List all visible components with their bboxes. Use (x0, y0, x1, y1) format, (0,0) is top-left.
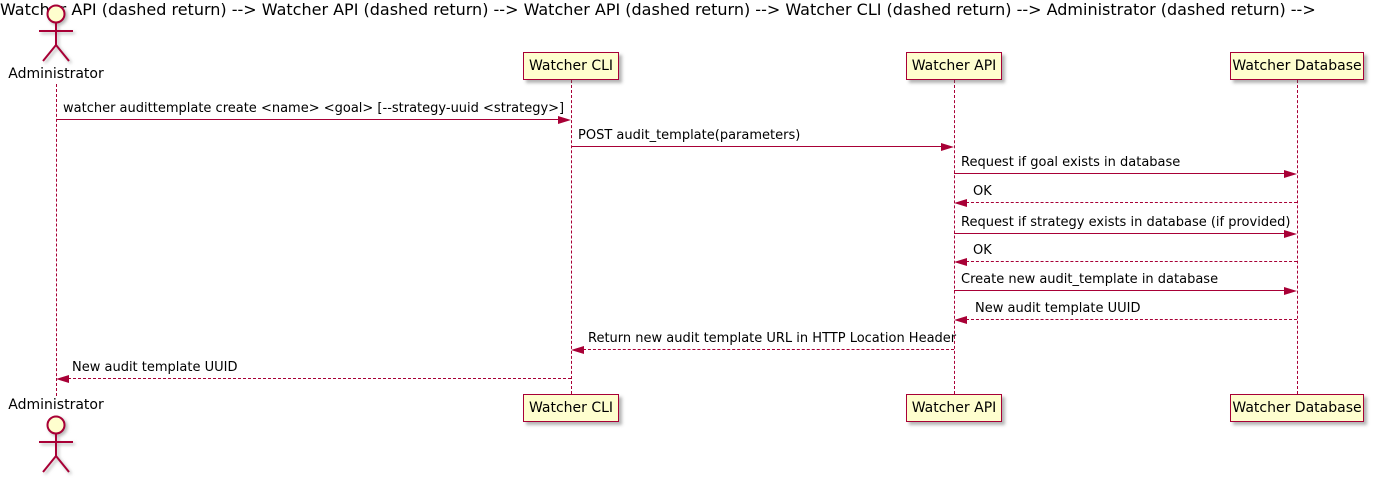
participant-watcher-database-bottom: Watcher Database (1230, 394, 1364, 422)
participant-watcher-cli-top: Watcher CLI (523, 52, 619, 80)
arrowhead-icon (954, 199, 967, 207)
message-arrow (966, 202, 1297, 203)
arrowhead-icon (954, 316, 967, 324)
message-arrow (56, 119, 559, 120)
arrowhead-icon (941, 143, 954, 151)
message-label: Request if strategy exists in database (… (961, 215, 1291, 230)
message-label: Create new audit_template in database (961, 272, 1219, 287)
message-arrow (954, 173, 1285, 174)
lifeline-watcher-database (1297, 80, 1298, 394)
arrowhead-icon (954, 258, 967, 266)
actor-icon (36, 3, 76, 69)
message-arrow (966, 319, 1297, 320)
message-label: OK (973, 184, 992, 199)
message-arrow (954, 290, 1285, 291)
message-arrow (954, 233, 1285, 234)
arrowhead-icon (1284, 287, 1297, 295)
lifeline-watcher-api (954, 80, 955, 394)
message-label: Request if goal exists in database (961, 155, 1181, 170)
message-arrow (571, 146, 942, 147)
message-arrow (966, 261, 1297, 262)
lifeline-administrator (56, 84, 57, 396)
participant-watcher-api-bottom: Watcher API (906, 394, 1002, 422)
arrowhead-icon (56, 375, 69, 383)
participant-watcher-api-top: Watcher API (906, 52, 1002, 80)
actor-label-bottom: Administrator (8, 397, 104, 413)
message-label: New audit template UUID (975, 301, 1141, 316)
message-label: watcher audittemplate create <name> <goa… (63, 101, 565, 116)
message-arrow (68, 378, 571, 379)
participant-watcher-database-top: Watcher Database (1230, 52, 1364, 80)
message-label: OK (973, 243, 992, 258)
actor-label-top: Administrator (8, 66, 104, 82)
arrowhead-icon (571, 346, 584, 354)
message-label: New audit template UUID (72, 360, 238, 375)
participant-watcher-cli-bottom: Watcher CLI (523, 394, 619, 422)
lifeline-watcher-cli (571, 80, 572, 394)
message-label: POST audit_template(parameters) (578, 128, 801, 143)
arrowhead-icon (1284, 170, 1297, 178)
arrowhead-icon (558, 116, 571, 124)
arrowhead-icon (1284, 230, 1297, 238)
message-label: Return new audit template URL in HTTP Lo… (588, 331, 957, 346)
actor-icon-bottom (36, 414, 76, 480)
message-arrow (583, 349, 954, 350)
